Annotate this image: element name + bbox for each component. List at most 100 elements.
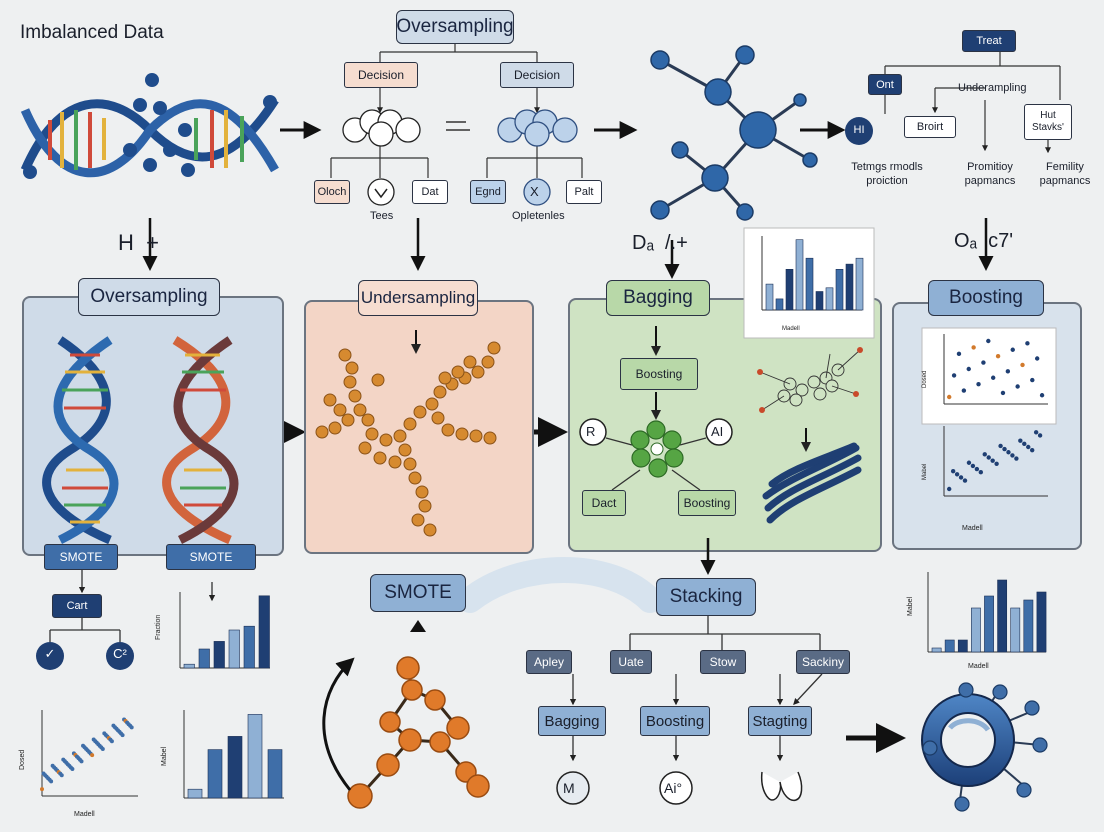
col2-text: Promitioy papmancs bbox=[964, 161, 1016, 187]
left-bottom-chart-bar bbox=[183, 663, 195, 669]
left-bottom-chart-bar bbox=[198, 648, 210, 669]
right-bottom-chart-bar bbox=[1010, 607, 1021, 653]
boosting-scatter-bottom-point bbox=[1018, 438, 1023, 443]
boosting-scatter-top-point bbox=[1015, 384, 1020, 389]
decision-left-box: Decision bbox=[344, 62, 418, 88]
boosting-scatter-bottom-point bbox=[950, 468, 956, 474]
boosting-scatter-bottom-xlabel: Madell bbox=[962, 525, 983, 532]
ribbon-protein-icon bbox=[762, 442, 862, 524]
boosting-scatter-bottom-point bbox=[954, 472, 960, 477]
bagging-top-chart-bar bbox=[805, 257, 814, 311]
boosting-scatter-top-point bbox=[990, 375, 996, 380]
boosting-scatter-top-point bbox=[1030, 377, 1035, 383]
boosting-panel-title: Boosting bbox=[928, 280, 1044, 316]
boosting-scatter-top-point bbox=[981, 360, 986, 365]
bottom-center-chart-bar bbox=[267, 749, 283, 799]
hut-box: Hut Stavks' bbox=[1024, 104, 1072, 140]
boosting-scatter-bottom-point bbox=[966, 460, 972, 465]
arrow-label-left: H + bbox=[118, 230, 159, 255]
col1-text: Tetmgs rmodls proiction bbox=[851, 161, 923, 187]
smote-title-box: SMOTE bbox=[370, 574, 466, 612]
bottom-left-scatter-point bbox=[90, 753, 95, 758]
boosting-bottom-box: Boosting bbox=[640, 706, 710, 736]
right-bottom-chart-bar bbox=[944, 639, 955, 653]
boosting-scatter-bottom-point bbox=[962, 478, 968, 483]
ont-box: Ont bbox=[868, 74, 902, 95]
dna-helix-blue-icon bbox=[42, 336, 119, 545]
boosting-inner-box: Boosting bbox=[620, 358, 698, 390]
stavks-label: Stavks' bbox=[1032, 122, 1064, 133]
cart-box: Cart bbox=[52, 594, 102, 618]
left-bottom-chart-bar bbox=[228, 629, 240, 669]
boosting-small-box: Boosting bbox=[678, 490, 736, 516]
boosting-scatter-bottom-point bbox=[998, 443, 1003, 449]
boosting-scatter-bottom-point bbox=[1029, 447, 1035, 453]
smote-right-box: SMOTE bbox=[166, 544, 256, 570]
boosting-scatter-top-point bbox=[1005, 369, 1011, 374]
bagging-top-chart-bar bbox=[785, 268, 794, 311]
boosting-scatter-top-point bbox=[961, 388, 967, 393]
leaf-dat: Dat bbox=[412, 180, 448, 204]
bottom-left-scatter-point bbox=[40, 787, 44, 792]
decision-right-box: Decision bbox=[500, 62, 574, 88]
m-node: M bbox=[563, 780, 575, 796]
bottom-left-scatter-point bbox=[49, 779, 54, 784]
boosting-scatter-top-point bbox=[947, 394, 952, 400]
left-bottom-chart-ylabel: Fraction bbox=[155, 615, 162, 640]
leaf-palt: Palt bbox=[566, 180, 602, 204]
leaf-egnd: Egnd bbox=[470, 180, 506, 204]
boosting-scatter-bottom-point bbox=[978, 470, 984, 475]
boosting-scatter-top-point bbox=[976, 381, 981, 387]
right-bottom-chart-bar bbox=[997, 579, 1008, 653]
bottom-left-scatter-point bbox=[129, 725, 134, 730]
dact-box: Dact bbox=[582, 490, 626, 516]
boosting-scatter-bottom-point bbox=[947, 486, 952, 492]
boosting-scatter-bottom-point bbox=[1033, 430, 1039, 435]
r-node: R bbox=[586, 424, 596, 439]
green-node-cluster-icon bbox=[630, 420, 684, 478]
left-bottom-chart-bar bbox=[258, 595, 270, 669]
right-bottom-chart-bar bbox=[971, 607, 981, 653]
boosting-scatter-bottom-point bbox=[958, 475, 964, 480]
boosting-scatter-top-point bbox=[1010, 347, 1015, 352]
stacking-title-box: Stacking bbox=[656, 578, 756, 616]
boosting-scatter-bottom-point bbox=[1002, 446, 1007, 452]
circle-c2: C² bbox=[113, 646, 127, 661]
boosting-scatter-bottom-point bbox=[1022, 441, 1027, 447]
bagging-top-chart-bar bbox=[775, 298, 784, 311]
bagging-top-chart-bar bbox=[825, 287, 834, 311]
bottom-left-scatter-point bbox=[120, 733, 125, 738]
hi-node: HI bbox=[853, 124, 865, 136]
apley-box: Apley bbox=[526, 650, 572, 674]
stow-box: Stow bbox=[700, 650, 746, 674]
bagging-top-chart-xlabel: Madell bbox=[782, 326, 800, 332]
bagging-panel-title: Bagging bbox=[606, 280, 710, 316]
stagting-bottom-box: Stagting bbox=[748, 706, 812, 736]
boosting-scatter-top-point bbox=[986, 338, 991, 344]
boosting-scatter-top-point bbox=[966, 366, 971, 372]
bottom-center-chart-ylabel: Mabel bbox=[161, 746, 168, 766]
oversampling-panel-title: Oversampling bbox=[78, 278, 220, 316]
boosting-scatter-bottom-point bbox=[1014, 456, 1019, 461]
boosting-scatter-top-point bbox=[956, 351, 962, 357]
right-bottom-chart-bar bbox=[984, 595, 994, 653]
ai-bottom-node: Ai° bbox=[664, 780, 683, 796]
bottom-center-chart-bar bbox=[207, 749, 223, 799]
leaf-x: X bbox=[530, 184, 539, 199]
uate-box: Uate bbox=[610, 650, 652, 674]
left-bottom-chart-bar bbox=[213, 641, 225, 669]
dna-helix-icon bbox=[20, 73, 279, 179]
right-bottom-chart-bar bbox=[931, 647, 942, 653]
boosting-scatter-top-point bbox=[951, 373, 957, 378]
bottom-left-scatter-point bbox=[109, 739, 114, 744]
caption-opletenles: Opletenles bbox=[512, 210, 565, 222]
bottom-center-chart-bar bbox=[227, 736, 243, 799]
boosting-scatter-bottom-point bbox=[974, 466, 980, 472]
right-bottom-chart-xlabel: Madell bbox=[968, 663, 989, 670]
boosting-scatter-bottom-point bbox=[1006, 450, 1011, 455]
right-bottom-chart-ylabel: Mabel bbox=[907, 596, 914, 616]
bagging-top-chart-bar bbox=[795, 239, 804, 311]
